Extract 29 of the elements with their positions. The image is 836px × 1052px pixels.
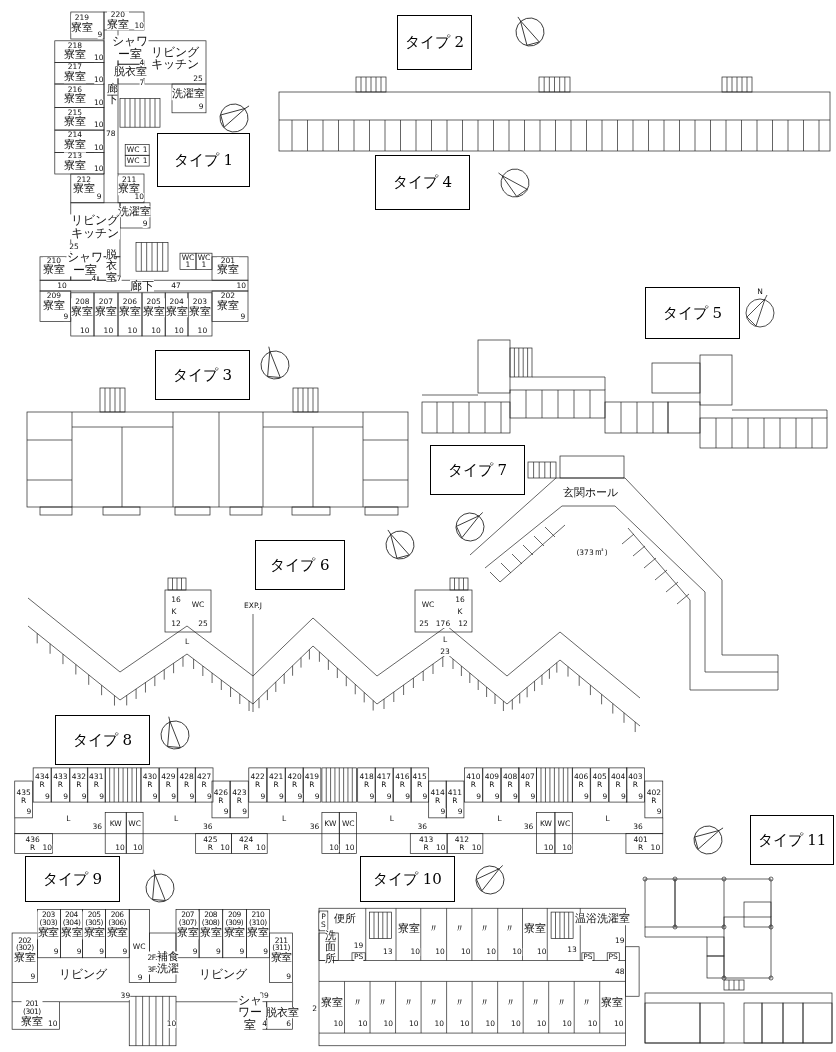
- type-label-box: タイプ 5: [645, 287, 740, 339]
- room-label: 温浴洗濯室: [575, 913, 631, 925]
- corridor-label: 廊下: [130, 279, 154, 292]
- type-label-box: タイプ 3: [155, 350, 250, 400]
- room-label: 寮室: [524, 922, 547, 935]
- plan-label: 玄関ホール: [562, 487, 618, 499]
- type-label-box: タイプ 2: [397, 15, 472, 70]
- corridor-label: リビング: [198, 967, 247, 981]
- room-label: リビングキッチン: [70, 214, 121, 240]
- type-label-box: タイプ 9: [25, 856, 120, 902]
- room-label: シャワー室: [111, 35, 149, 61]
- type-label-box: タイプ 10: [360, 856, 455, 902]
- room-label: シャワー室: [66, 251, 104, 277]
- type-label-box: タイプ 7: [430, 445, 525, 495]
- room-label: 洗濯室: [117, 206, 151, 218]
- room-label: 洗濯室: [171, 88, 205, 100]
- room-label: 寮室: [601, 997, 624, 1010]
- corridor-label: リビング: [58, 967, 107, 981]
- type-label-box: タイプ 4: [375, 155, 470, 210]
- room-label: 脱衣室: [266, 1007, 300, 1019]
- room-label: 便所: [334, 913, 357, 925]
- type-label-box: タイプ 6: [255, 540, 345, 590]
- room-label: 寮室: [397, 922, 420, 935]
- type-label-box: タイプ 1: [157, 133, 250, 187]
- room-label: リビングキッチン: [149, 46, 200, 72]
- type-label-box: タイプ 8: [55, 715, 150, 765]
- type-label-box: タイプ 11: [750, 815, 834, 865]
- room-label: 寮室: [320, 997, 343, 1010]
- room-label: 脱衣室: [114, 66, 148, 79]
